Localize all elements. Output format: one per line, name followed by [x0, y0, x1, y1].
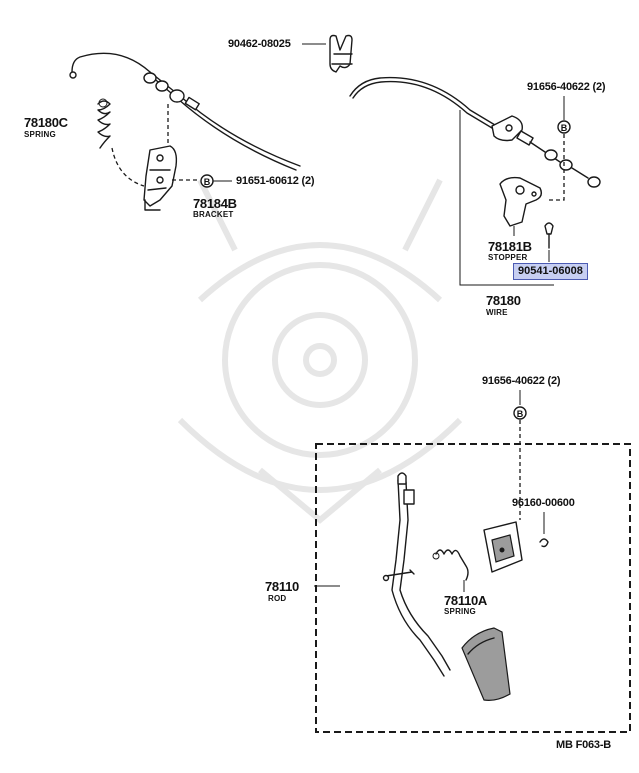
label-part-91651: 91651-60612 (2): [236, 175, 315, 187]
bolt-marker-letter: B: [561, 123, 568, 133]
wire-left-cable: [69, 52, 301, 171]
pedal-pad: [461, 627, 511, 701]
label-part-78110: 78110: [265, 579, 299, 594]
label-78181b-desc: STOPPER: [488, 253, 528, 262]
clip-90462: [329, 34, 353, 73]
label-78184b-desc: BRACKET: [193, 210, 234, 219]
leader-spring-bracket: [111, 147, 145, 187]
leader-91656-top: [548, 134, 565, 201]
wire-right-cable: [349, 76, 601, 188]
bolt-marker-91651: B: [200, 174, 214, 188]
bracket-78184b: [143, 145, 178, 211]
bolt-marker-letter: B: [517, 409, 524, 419]
label-part-78184b: 78184B: [193, 196, 237, 211]
bolt-marker-letter: B: [204, 177, 211, 187]
spring-78110a: [432, 549, 469, 581]
label-part-78180: 78180: [486, 293, 521, 308]
leader-78180-wire: [459, 110, 554, 286]
label-part-78110a: 78110A: [444, 593, 488, 608]
bolt-marker-91656-mid: B: [513, 406, 527, 420]
diagram-code: MB F063-B: [556, 739, 612, 751]
stopper-78181b: [499, 176, 543, 227]
bolt-marker-91656-top: B: [557, 96, 571, 134]
label-part-96160: 96160-00600: [512, 497, 575, 509]
label-part-78181b: 78181B: [488, 239, 532, 254]
label-78180-desc: WIRE: [486, 308, 508, 317]
label-78110a-desc: SPRING: [444, 607, 476, 616]
label-part-90462: 90462-08025: [228, 38, 291, 50]
label-78180c-desc: SPRING: [24, 130, 56, 139]
pedal-stop-block: [483, 521, 523, 573]
spring-78180c: [97, 98, 111, 149]
label-part-90541-highlighted[interactable]: 90541-06008: [513, 263, 588, 280]
label-part-78180c: 78180C: [24, 115, 68, 130]
label-part-91656-mid: 91656-40622 (2): [482, 375, 561, 387]
clip-96160: [539, 538, 549, 548]
label-78110-desc: ROD: [268, 594, 287, 603]
pedal-assembly-boundary: [315, 443, 631, 733]
screw-90541: [544, 222, 554, 249]
label-part-91656-top: 91656-40622 (2): [527, 81, 606, 93]
pedal-rod-78110: [382, 472, 451, 677]
watermark-emblem: [177, 178, 463, 524]
